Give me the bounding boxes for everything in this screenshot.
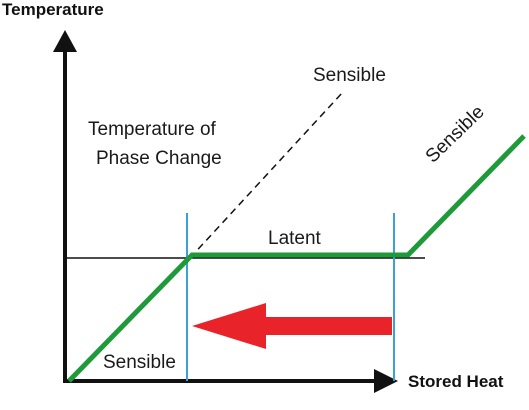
phase-change-label-line1: Temperature of — [88, 119, 216, 140]
red-arrow-shaft — [256, 317, 392, 335]
latent-label: Latent — [268, 228, 321, 249]
sensible-bottom-label: Sensible — [103, 352, 176, 373]
y-axis-label: Temperature — [2, 0, 104, 19]
x-axis-arrowhead — [374, 369, 398, 393]
phase-change-label-line2: Phase Change — [96, 148, 222, 169]
red-arrow-head — [192, 303, 266, 349]
y-axis-arrowhead — [53, 30, 77, 52]
green-curve — [67, 134, 526, 383]
sensible-dashed-line — [189, 91, 344, 259]
x-axis-label: Stored Heat — [408, 372, 504, 391]
sensible-dashed-label: Sensible — [313, 65, 386, 86]
